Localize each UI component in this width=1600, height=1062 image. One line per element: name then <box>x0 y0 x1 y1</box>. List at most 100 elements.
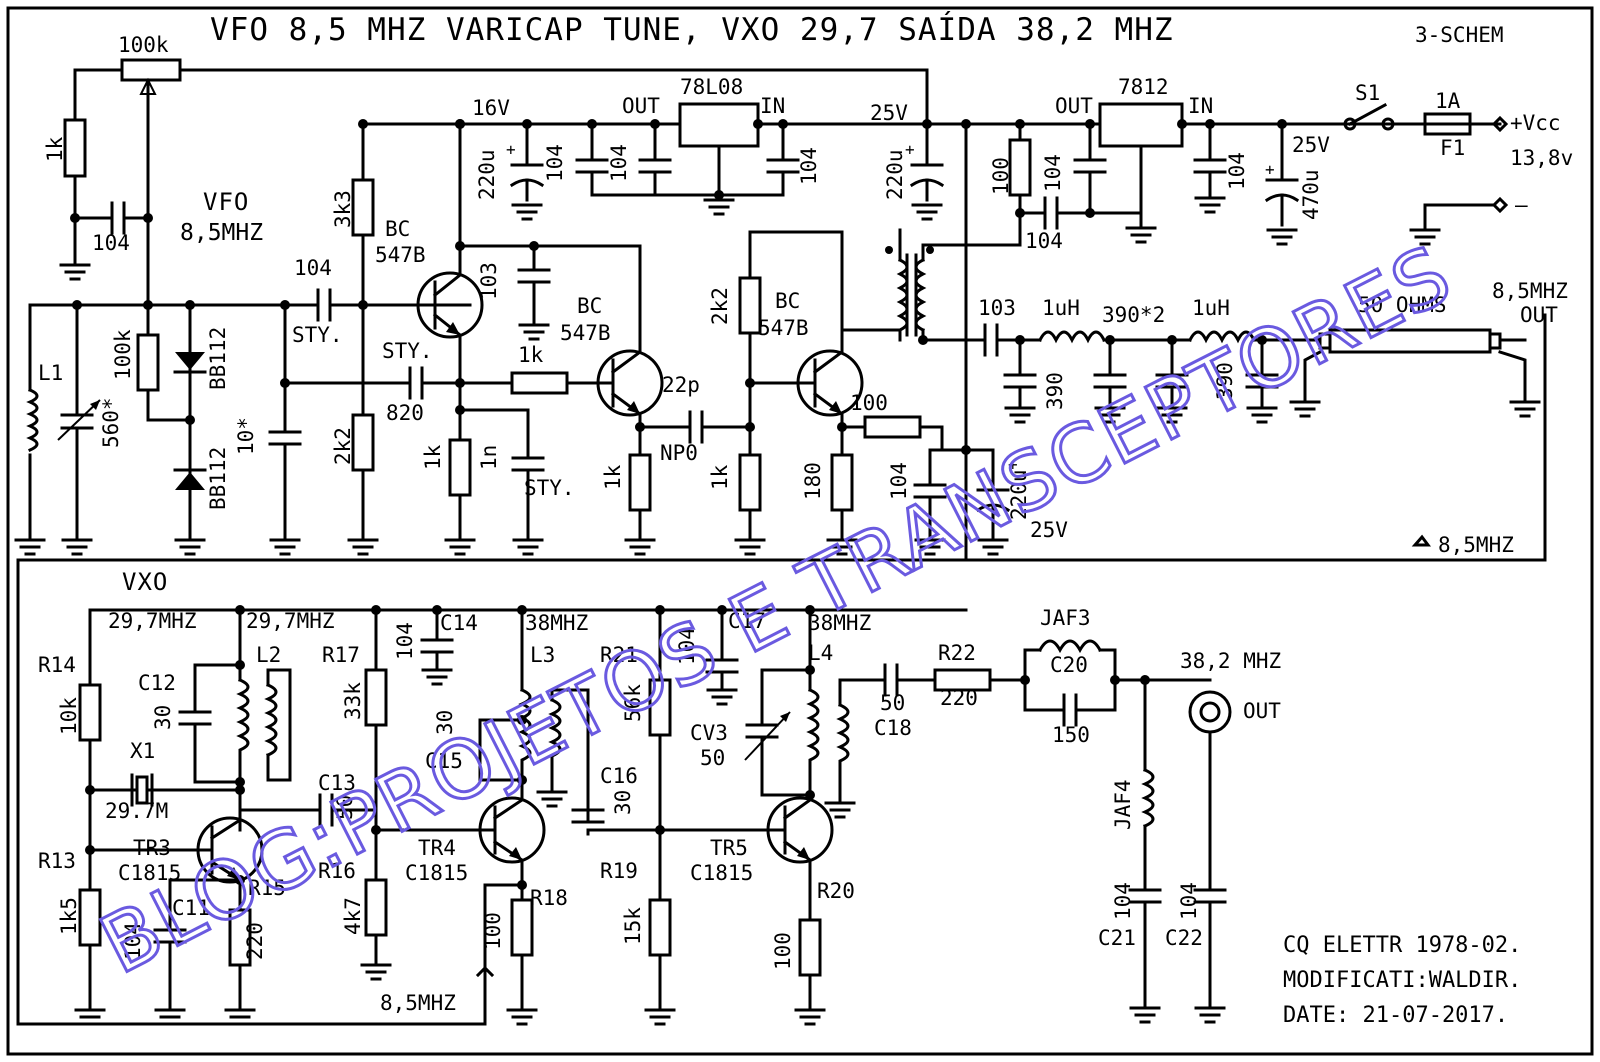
plus-220u-c: + <box>1008 455 1018 474</box>
label-r-3k3: 3k3 <box>331 190 355 228</box>
label-q3-a: BC <box>775 289 800 313</box>
label-coax: 50 OHMS <box>1358 293 1447 317</box>
label-q3-b: 547B <box>758 316 809 340</box>
label-in-85: 8,5MHZ <box>380 991 456 1015</box>
label-c14: C14 <box>440 611 478 635</box>
label-c-820: 820 <box>386 401 424 425</box>
label-f1-amp: 1A <box>1435 89 1461 113</box>
label-s1: S1 <box>1355 81 1380 105</box>
vfo-lowpass-filter <box>918 323 1541 547</box>
label-vcc: +Vcc <box>1510 111 1561 135</box>
vfo-out-frame <box>964 313 1547 562</box>
label-v-25-c: 25V <box>1292 133 1330 157</box>
label-c-820-sty: STY. <box>382 339 433 363</box>
label-jaf3: JAF3 <box>1040 606 1091 630</box>
label-tr5v: C1815 <box>690 861 753 885</box>
label-vcc-val: 13,8v <box>1510 146 1573 170</box>
label-r-1k-top: 1k <box>43 136 67 162</box>
label-bb112-b: BB112 <box>206 447 230 510</box>
label-reg2-out: OUT <box>1055 94 1093 118</box>
label-r17v: 33k <box>341 682 365 720</box>
label-c-104-c: 104 <box>543 144 567 182</box>
label-out-85a: 8,5MHZ <box>1492 279 1568 303</box>
plus-220u-a: + <box>506 140 516 159</box>
label-cv3v: 50 <box>700 746 725 770</box>
label-c-220u-c: 220u <box>1007 469 1031 520</box>
label-c22: C22 <box>1165 926 1203 950</box>
label-c-104-h: 104 <box>1225 152 1249 190</box>
label-tr3v: C1815 <box>118 861 181 885</box>
label-r-100k: 100k <box>111 329 135 380</box>
label-r-100-b: 100 <box>989 157 1013 195</box>
vfo-q3-stage <box>734 230 1011 556</box>
label-np0: NP0 <box>660 441 698 465</box>
label-c-560: 560* <box>99 397 123 448</box>
credit-source: CQ ELETTR 1978-02. <box>1283 933 1521 958</box>
label-r-1k-d: 1k <box>601 464 625 490</box>
label-r13: R13 <box>38 849 76 873</box>
label-r21v: 56k <box>621 684 645 722</box>
label-l3: L3 <box>530 643 555 667</box>
vfo-q2-stage <box>593 338 752 556</box>
label-r13v: 1k5 <box>57 897 81 935</box>
label-reg1-out: OUT <box>622 94 660 118</box>
label-l-1uh-b: 1uH <box>1192 296 1230 320</box>
label-r14v: 10k <box>57 697 81 735</box>
label-c-104-f: 104 <box>1041 154 1065 192</box>
vfo-q1-stage <box>347 119 929 556</box>
vfo-title: VFO <box>203 188 249 216</box>
label-x1: X1 <box>130 739 155 763</box>
label-r17: R17 <box>322 643 360 667</box>
label-c18: C18 <box>874 716 912 740</box>
label-c18v: 50 <box>880 691 905 715</box>
label-c-10: 10* <box>234 417 258 455</box>
label-q2-a: BC <box>577 294 602 318</box>
vxo-title: VXO <box>122 568 168 596</box>
label-c12: C12 <box>138 671 176 695</box>
label-v-16: 16V <box>472 96 510 120</box>
label-r21: R21 <box>600 643 638 667</box>
label-r-1k-e: 1k <box>708 464 732 490</box>
vxo-frame <box>16 558 487 1026</box>
label-c21v: 104 <box>1111 882 1135 920</box>
label-c-390-b: 390 <box>1213 362 1237 400</box>
label-r-180: 180 <box>801 462 825 500</box>
label-c-104-e: 104 <box>797 147 821 185</box>
label-c16v: 30 <box>611 790 635 815</box>
label-pot-100k: 100k <box>118 33 169 57</box>
label-r22v: 220 <box>940 686 978 710</box>
label-c22v: 104 <box>1177 882 1201 920</box>
label-v-25-a: 25V <box>870 101 908 125</box>
label-c-390-a: 390 <box>1043 372 1067 410</box>
label-reg1-in: IN <box>760 94 785 118</box>
label-c-104-d: 104 <box>607 144 631 182</box>
label-r15v: 220 <box>243 922 267 960</box>
label-c-220u-a: 220u <box>475 149 499 200</box>
label-l-1uh-a: 1uH <box>1042 296 1080 320</box>
vfo-output-transformer <box>840 213 1022 342</box>
label-c20v: 150 <box>1052 723 1090 747</box>
label-c11: C11 <box>172 896 210 920</box>
credit-date: DATE: 21-07-2017. <box>1283 1003 1508 1028</box>
label-c13v: 50 <box>333 795 357 820</box>
sheet-label: 3-SCHEM <box>1415 23 1504 47</box>
label-q1-a: BC <box>385 217 410 241</box>
label-vxo-297a: 29,7MHZ <box>108 609 197 633</box>
label-q2-b: 547B <box>560 321 611 345</box>
label-tr4: TR4 <box>418 836 456 860</box>
label-l3f: 38MHZ <box>525 611 588 635</box>
label-vxo-297b: 29,7MHZ <box>246 609 335 633</box>
label-c-104-a: 104 <box>92 231 130 255</box>
label-c-22p: 22p <box>662 373 700 397</box>
label-v-25-b: 25V <box>1030 518 1068 542</box>
label-c-1n: 1n <box>477 445 501 470</box>
label-x1v: 29.7M <box>105 799 168 823</box>
label-c-470u: 470u <box>1299 169 1323 220</box>
credit-modified: MODIFICATI:WALDIR. <box>1283 968 1521 993</box>
label-sty-c: STY. <box>524 476 575 500</box>
label-c17: C17 <box>728 609 766 633</box>
label-reg2: 7812 <box>1118 75 1169 99</box>
label-c20: C20 <box>1050 653 1088 677</box>
label-c17v: 104 <box>675 627 699 665</box>
